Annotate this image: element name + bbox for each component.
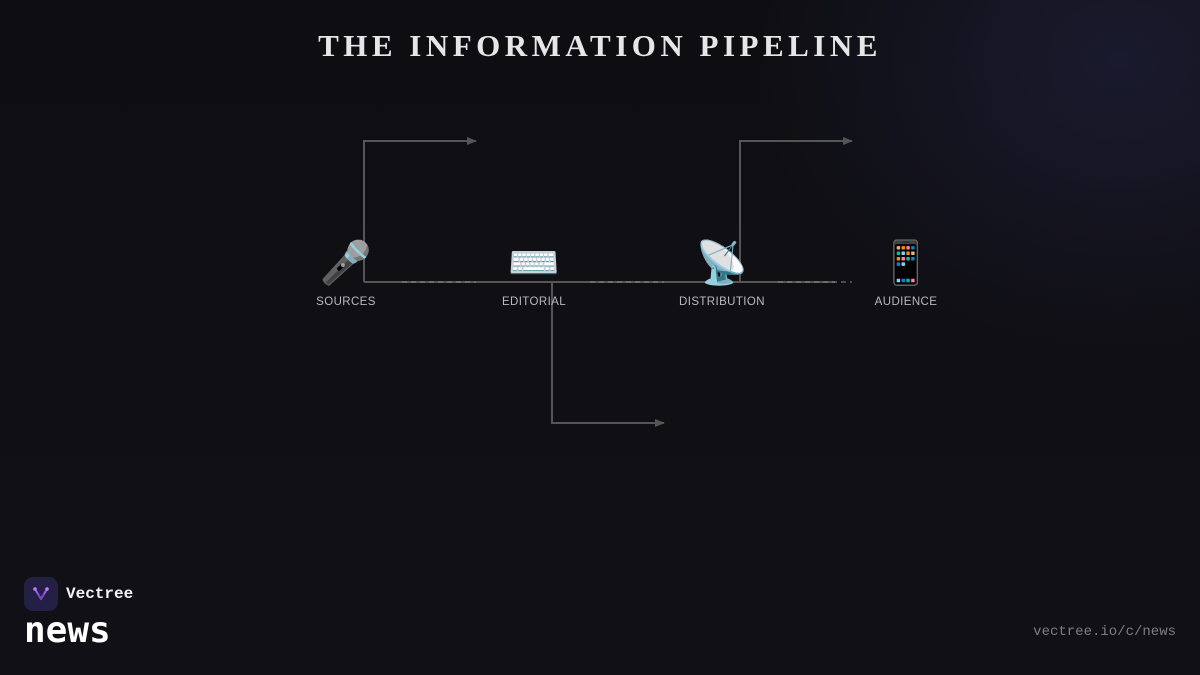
stage-label-editorial: EDITORIAL [501,296,567,308]
stage-editorial: ⌨️ EDITORIAL [474,238,594,308]
channel-name: news [24,610,111,651]
stage-sources: 🎤 SOURCES [286,238,406,308]
vectree-logo-icon [24,577,58,611]
mobile-phone-icon: 📱 [879,238,933,287]
brand-name: Vectree [66,585,134,603]
branch-arrow-sources [363,137,477,282]
keyboard-icon: ⌨️ [507,238,561,287]
page-title: THE INFORMATION PIPELINE [318,28,882,63]
stage-label-sources: SOURCES [316,296,376,308]
brand-lockup: Vectree [24,577,133,611]
branch-arrow-distribution [739,137,853,282]
stage-label-audience: AUDIENCE [874,296,938,308]
stage-label-distribution: DISTRIBUTION [679,296,765,308]
satellite-dish-icon: 📡 [695,238,749,287]
branch-arrow-editorial [551,282,665,427]
site-url[interactable]: vectree.io/c/news [1033,624,1176,640]
stage-audience: 📱 AUDIENCE [846,238,966,308]
microphone-icon: 🎤 [319,238,373,287]
stage-distribution: 📡 DISTRIBUTION [662,238,782,308]
